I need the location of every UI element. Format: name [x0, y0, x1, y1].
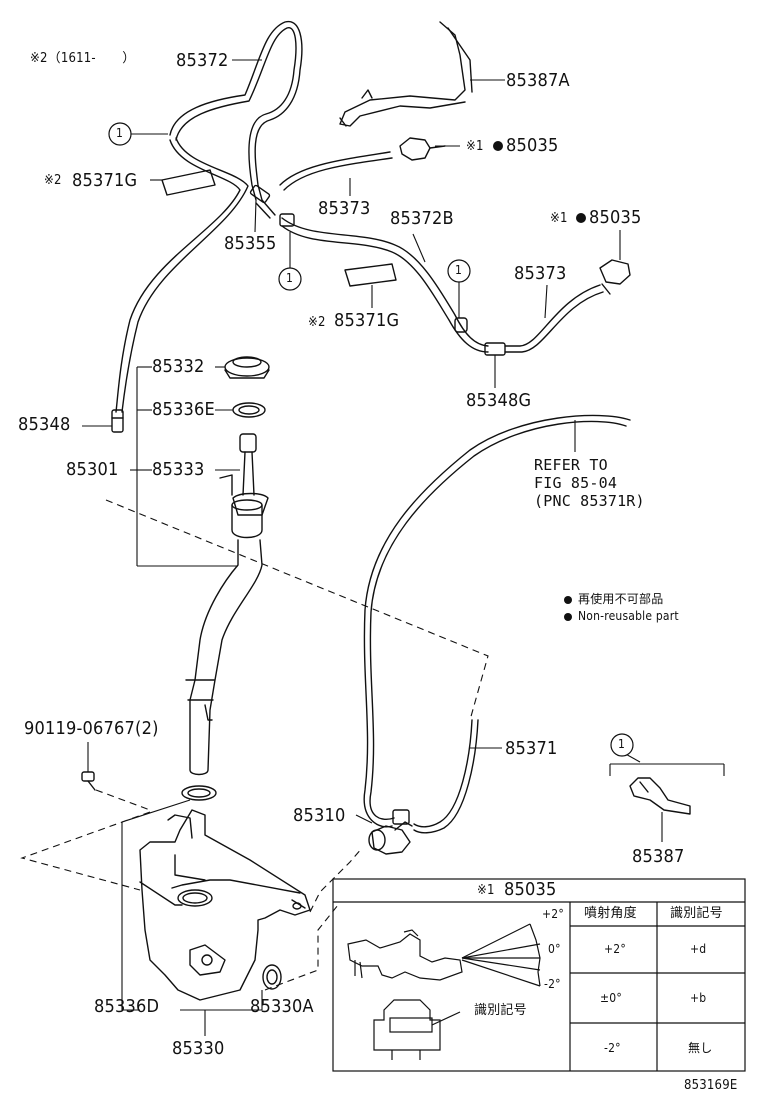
row2-mark: +b [690, 991, 707, 1005]
callout-circles [108, 122, 634, 757]
filler-pipe [185, 474, 263, 776]
clip-85387 [629, 777, 691, 815]
label-85372[interactable]: 85372 [176, 50, 229, 71]
callout-1-c: 1 [455, 263, 463, 277]
non-reusable-dot-1 [564, 596, 572, 604]
label-85336E[interactable]: 85336E [152, 399, 215, 420]
callout-1-d: 1 [618, 737, 626, 751]
label-85348[interactable]: 85348 [18, 414, 71, 435]
label-85330A[interactable]: 85330A [250, 996, 314, 1017]
label-plate-85371G-mid [344, 263, 397, 287]
refer-note[interactable]: REFER TO FIG 85-04 (PNC 85371R) [534, 456, 645, 510]
joint-85355 [249, 184, 276, 219]
legend-jp: 再使用不可部品 [578, 592, 664, 606]
note-2-prefix-mid: ※2 [308, 315, 326, 330]
note-1-prefix-mid: ※1 [550, 211, 568, 226]
label-85373-b[interactable]: 85373 [514, 263, 567, 284]
joint-85348G [484, 284, 604, 356]
non-reusable-dot-2 [564, 613, 572, 621]
mark-label: 識別記号 [474, 1003, 527, 1018]
label-85035-mid[interactable]: 85035 [589, 207, 642, 228]
label-85348G[interactable]: 85348G [466, 390, 532, 411]
cap-85332 [224, 356, 270, 379]
label-90119[interactable]: 90119-06767(2) [24, 718, 159, 739]
header-spray-angle: 噴射角度 [584, 906, 637, 921]
label-85310[interactable]: 85310 [293, 805, 346, 826]
hose-85373-a [279, 151, 393, 191]
row3-mark: 無し [688, 1041, 713, 1055]
grommet-85330A [262, 964, 282, 990]
row1-mark: +d [690, 942, 707, 956]
label-85336D[interactable]: 85336D [94, 996, 160, 1017]
label-85330[interactable]: 85330 [172, 1038, 225, 1059]
angle-plus-label: +2° [542, 907, 564, 921]
tank-85330 [139, 809, 311, 1001]
angle-minus-label: -2° [544, 977, 561, 991]
label-85387A[interactable]: 85387A [506, 70, 570, 91]
level-gauge-85333 [232, 433, 269, 516]
seal-85336D [181, 785, 217, 801]
label-85371[interactable]: 85371 [505, 738, 558, 759]
label-plate-85371G-top [161, 169, 216, 196]
non-reusable-dot-85035-mid [576, 213, 586, 223]
ring-85336E [232, 402, 266, 418]
callout-1-a: 1 [116, 126, 124, 140]
hose-85371 [363, 414, 631, 834]
angle-zero-label: 0° [548, 942, 561, 956]
note-2-serial: ※2（1611- ） [30, 51, 136, 66]
non-reusable-dot-85035-top [493, 141, 503, 151]
label-85387[interactable]: 85387 [632, 846, 685, 867]
hose-85372B [279, 213, 489, 353]
label-85333[interactable]: 85333 [152, 459, 205, 480]
row1-angle: +2° [604, 942, 626, 956]
label-85332[interactable]: 85332 [152, 356, 205, 377]
legend-en: Non-reusable part [578, 609, 679, 623]
nozzle-85035-mid [599, 259, 631, 295]
label-85372B[interactable]: 85372B [390, 208, 454, 229]
row2-angle: ±0° [600, 991, 622, 1005]
label-85035-top[interactable]: 85035 [506, 135, 559, 156]
detail-title[interactable]: 85035 [504, 879, 557, 900]
assembly-dashed-lines [20, 499, 489, 991]
label-85371G-top[interactable]: 85371G [72, 170, 138, 191]
detail-prefix: ※1 [477, 883, 495, 898]
bracket-85387A [339, 21, 473, 127]
note-1-prefix-top: ※1 [466, 139, 484, 154]
bolt-90119 [81, 771, 96, 791]
header-id-mark: 識別記号 [670, 906, 723, 921]
label-85301[interactable]: 85301 [66, 459, 119, 480]
row3-angle: -2° [604, 1041, 621, 1055]
label-85355[interactable]: 85355 [224, 233, 277, 254]
callout-1-b: 1 [286, 271, 294, 285]
leader-lines [82, 59, 725, 1036]
hose-85372 [169, 20, 303, 201]
detail-box-lines [332, 878, 746, 1072]
label-85373-a[interactable]: 85373 [318, 198, 371, 219]
nozzle-85035-top [399, 137, 446, 161]
note-2-prefix-top: ※2 [44, 173, 62, 188]
figure-code: 853169E [684, 1078, 738, 1093]
label-85371G-mid[interactable]: 85371G [334, 310, 400, 331]
